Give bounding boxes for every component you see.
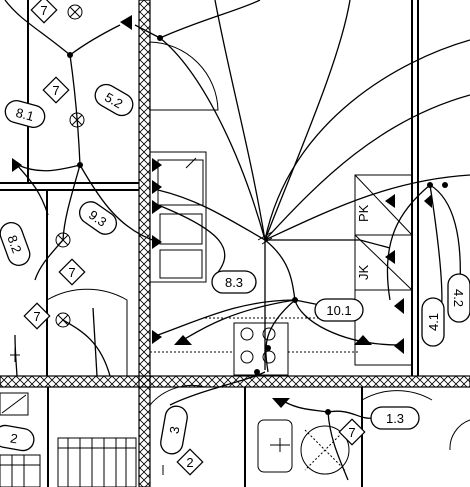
circuit-tag: 4.2 bbox=[447, 273, 470, 323]
lamp-icon bbox=[67, 4, 83, 20]
socket-icon bbox=[354, 335, 372, 345]
socket-icon bbox=[12, 158, 22, 172]
circuit-tag-label: 4.2 bbox=[451, 289, 466, 307]
socket-icon bbox=[385, 250, 395, 264]
diamond-marks: 7 7 7 7 2 7 bbox=[23, 0, 366, 476]
socket-icon bbox=[174, 335, 192, 345]
circuit-tag-label: 8.1 bbox=[14, 105, 35, 124]
circuit-tag: 3 bbox=[160, 405, 188, 455]
circuit-tag: 4.1 bbox=[421, 297, 445, 347]
burner bbox=[262, 350, 276, 364]
circuit-tag: 8.3 bbox=[211, 270, 257, 294]
stairs bbox=[0, 392, 137, 487]
sink-outline bbox=[157, 159, 204, 206]
panel-cabinet bbox=[354, 174, 413, 366]
socket-icon bbox=[152, 330, 162, 344]
socket-icon bbox=[152, 235, 162, 249]
kitchen-cabinet bbox=[149, 151, 207, 283]
switch-icon bbox=[185, 157, 197, 169]
panel-label: JK bbox=[356, 265, 371, 281]
diamond-label: 2 bbox=[186, 455, 193, 470]
wiring bbox=[4, 0, 470, 481]
lamp-icon bbox=[55, 312, 71, 328]
circuit-tag: 8.1 bbox=[4, 100, 46, 128]
door-swing bbox=[449, 419, 470, 451]
circuit-tag: 5.2 bbox=[94, 83, 134, 117]
circuit-tag-label: 10.1 bbox=[326, 303, 351, 318]
switch-icon bbox=[257, 231, 273, 245]
cabinet-unit-2 bbox=[159, 249, 203, 279]
circuit-tag: 9.3 bbox=[78, 201, 118, 235]
burner bbox=[240, 327, 254, 341]
wall-fixtures bbox=[12, 15, 432, 408]
circuit-tags: 5.2 8.1 9.3 8.2 8.3 10.1 4.1 4.2 bbox=[0, 83, 470, 455]
diamond-mark: 7 bbox=[338, 418, 366, 446]
circuit-tag-label: 3 bbox=[166, 425, 182, 435]
circuit-tag-label: 4.1 bbox=[426, 313, 441, 331]
socket-icon bbox=[120, 15, 132, 30]
panel-labels: PK JK bbox=[356, 204, 371, 280]
ceiling-lamps bbox=[55, 4, 85, 328]
junction-dots bbox=[67, 35, 448, 415]
socket-icon bbox=[394, 338, 404, 354]
circuit-tag: 8.2 bbox=[0, 222, 31, 266]
diamond-label: 7 bbox=[348, 425, 355, 440]
circuit-tag-label: 2 bbox=[9, 430, 19, 446]
circuit-tag-label: 8.3 bbox=[225, 275, 243, 290]
door-swing bbox=[149, 41, 219, 111]
socket-icon bbox=[272, 398, 290, 408]
burner bbox=[262, 327, 276, 341]
socket-icon bbox=[152, 180, 162, 194]
round-fixture bbox=[300, 425, 350, 475]
socket-icon bbox=[152, 158, 162, 172]
socket-icon bbox=[424, 194, 432, 208]
lower-wall bbox=[0, 375, 470, 388]
cabinet-unit bbox=[159, 213, 203, 245]
diamond-label: 7 bbox=[52, 83, 59, 98]
burner bbox=[240, 350, 254, 364]
switch-icon bbox=[270, 438, 290, 452]
circuit-tag-label: 8.2 bbox=[4, 233, 24, 255]
door-swing bbox=[149, 384, 206, 406]
diamond-mark: 7 bbox=[42, 76, 70, 104]
diamond-mark: 2 bbox=[176, 448, 204, 476]
circuit-tag: 2 bbox=[0, 424, 35, 452]
socket-icon bbox=[394, 298, 404, 314]
circuit-tag-label: 1.3 bbox=[386, 411, 404, 426]
diamond-label: 7 bbox=[33, 309, 40, 324]
stove bbox=[233, 322, 289, 376]
switches bbox=[10, 157, 290, 475]
bathtub bbox=[257, 419, 293, 473]
circuit-tag: 10.1 bbox=[314, 298, 364, 322]
circuit-tag: 1.3 bbox=[370, 406, 420, 430]
socket-icon bbox=[385, 194, 395, 208]
diamond-mark: 7 bbox=[30, 0, 58, 24]
door-swing bbox=[46, 288, 128, 376]
diamond-mark: 7 bbox=[58, 258, 86, 286]
diamond-mark: 7 bbox=[23, 302, 51, 330]
lamp-icon bbox=[55, 232, 71, 248]
diamond-label: 7 bbox=[68, 265, 75, 280]
lamp-icon bbox=[69, 112, 85, 128]
main-wall bbox=[138, 0, 151, 487]
door-swing bbox=[361, 390, 433, 401]
diamond-label: 7 bbox=[40, 3, 47, 18]
socket-icon bbox=[152, 200, 162, 214]
panel-label: PK bbox=[356, 204, 371, 222]
switch-icon bbox=[10, 348, 20, 362]
